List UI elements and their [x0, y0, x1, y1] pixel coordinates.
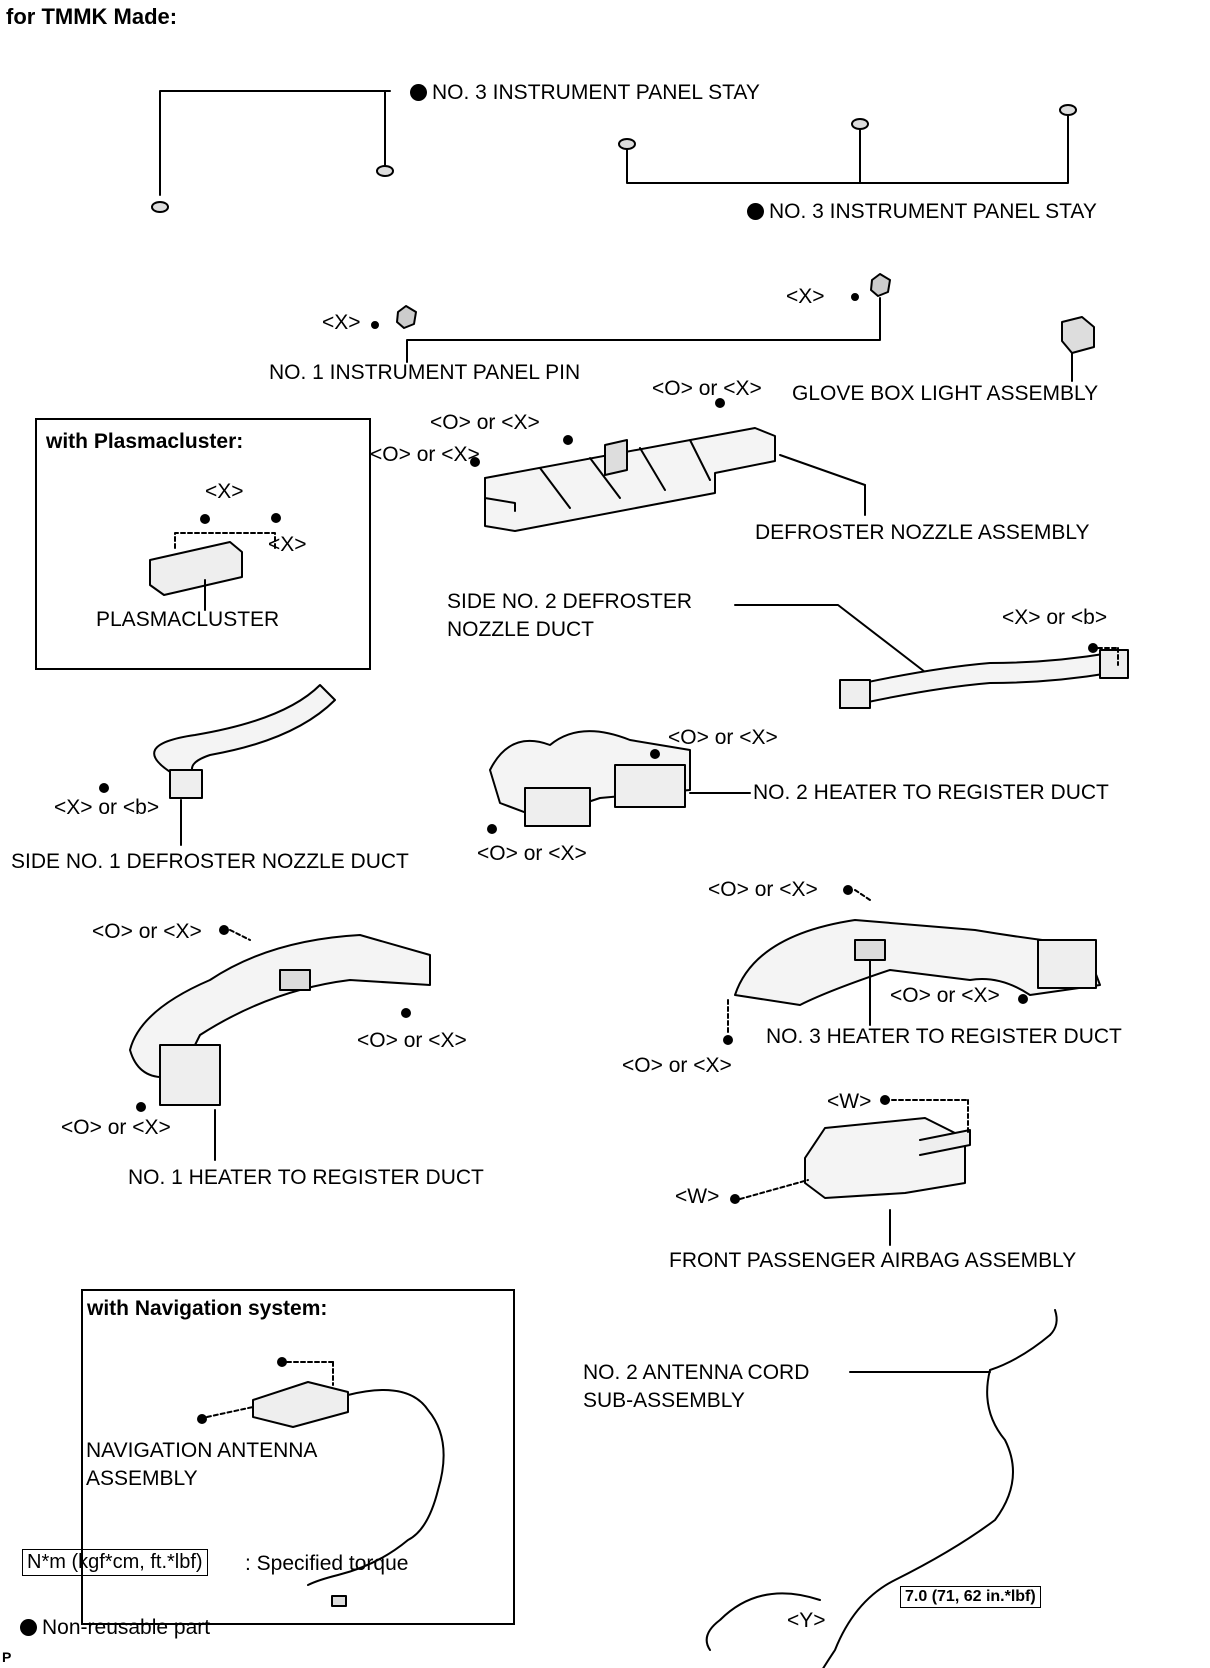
heater3-label: NO. 3 HEATER TO REGISTER DUCT: [766, 1025, 1122, 1048]
defroster-nozzle-label: DEFROSTER NOZZLE ASSEMBLY: [755, 521, 1090, 544]
callout-o-or-x-heater1-bottom: <O> or <X>: [61, 1116, 171, 1139]
plasmacluster-box: [35, 418, 371, 670]
stay-left-text: NO. 3 INSTRUMENT PANEL STAY: [432, 81, 760, 104]
glove-light-label: GLOVE BOX LIGHT ASSEMBLY: [792, 382, 1099, 405]
nav-antenna-art: [197, 1357, 445, 1607]
callout-o-or-x-heater3-bottom: <O> or <X>: [622, 1054, 732, 1077]
callout-x-or-b-side2: <X> or <b>: [1002, 606, 1108, 629]
legend-torque-text: : Specified torque: [245, 1552, 409, 1575]
callout-o-or-x-heater2-bottom: <O> or <X>: [477, 842, 587, 865]
stay-right-leaders: [618, 104, 1077, 184]
legend-nonreusable: Non-reusable part: [20, 1617, 210, 1638]
nav-label-line2: ASSEMBLY: [86, 1467, 198, 1490]
airbag-art: [730, 1095, 971, 1246]
side1-label: SIDE NO. 1 DEFROSTER NOZZLE DUCT: [11, 850, 409, 873]
legend-torque-unit: N*m (kgf*cm, ft.*lbf): [22, 1549, 208, 1576]
callout-o-or-x-defrost-left: <O> or <X>: [370, 443, 480, 466]
stay-left-leaders: [151, 90, 394, 213]
stay-right-text: NO. 3 INSTRUMENT PANEL STAY: [769, 200, 1097, 223]
stay-right-label: NO. 3 INSTRUMENT PANEL STAY: [747, 201, 1097, 222]
callout-x-or-b-side1: <X> or <b>: [54, 796, 160, 819]
heater2-art: [487, 730, 751, 834]
defroster-nozzle-art: [470, 398, 866, 532]
callout-o-or-x-heater2-top: <O> or <X>: [668, 726, 778, 749]
navigation-box: [81, 1289, 515, 1625]
callout-o-or-x-defrost-top: <O> or <X>: [430, 411, 540, 434]
navigation-box-title: with Navigation system:: [87, 1297, 328, 1320]
heater1-label: NO. 1 HEATER TO REGISTER DUCT: [128, 1166, 484, 1189]
callout-x-pin-left: <X>: [322, 311, 361, 334]
callout-y: <Y>: [787, 1609, 826, 1632]
heater3-art: [723, 885, 1101, 1045]
side1-duct-art: [99, 684, 336, 846]
callout-w-airbag-left: <W>: [675, 1185, 720, 1208]
heater2-label: NO. 2 HEATER TO REGISTER DUCT: [753, 781, 1109, 804]
callout-x-pin-right: <X>: [786, 285, 825, 308]
callout-o-or-x-heater3-top: <O> or <X>: [708, 878, 818, 901]
non-reusable-dot-icon: [410, 84, 427, 101]
callout-o-or-x-heater3-right: <O> or <X>: [890, 984, 1000, 1007]
plasmacluster-art: [149, 513, 281, 611]
callout-w-airbag-top: <W>: [827, 1090, 872, 1113]
pin-leaders: [371, 273, 891, 363]
side2-label-line1: SIDE NO. 2 DEFROSTER: [447, 590, 693, 613]
callout-o-or-x-heater1-right: <O> or <X>: [357, 1029, 467, 1052]
non-reusable-dot-icon: [20, 1619, 37, 1636]
antenna-label-line2: SUB-ASSEMBLY: [583, 1389, 745, 1412]
antenna-cord-art: [705, 1309, 1058, 1668]
glove-box-light-art: [1061, 316, 1095, 382]
plasmacluster-label: PLASMACLUSTER: [96, 608, 280, 631]
callout-o-or-x-heater1-top: <O> or <X>: [92, 920, 202, 943]
airbag-label: FRONT PASSENGER AIRBAG ASSEMBLY: [669, 1249, 1077, 1272]
stay-left-label: NO. 3 INSTRUMENT PANEL STAY: [410, 82, 760, 103]
callout-o-or-x-glove: <O> or <X>: [652, 377, 762, 400]
torque-value-box: 7.0 (71, 62 in.*lbf): [900, 1586, 1041, 1608]
plasmacluster-box-title: with Plasmacluster:: [46, 430, 244, 453]
antenna-label-line1: NO. 2 ANTENNA CORD: [583, 1361, 810, 1384]
nav-label-line1: NAVIGATION ANTENNA: [86, 1439, 318, 1462]
footer-code: P: [2, 1649, 12, 1665]
page-title: for TMMK Made:: [6, 4, 178, 29]
side2-label-line2: NOZZLE DUCT: [447, 618, 594, 641]
non-reusable-dot-icon: [747, 203, 764, 220]
legend-nonreusable-text: Non-reusable part: [42, 1616, 211, 1639]
side2-duct-art: [734, 604, 1129, 709]
pin-label: NO. 1 INSTRUMENT PANEL PIN: [269, 361, 581, 384]
callout-x-plasma-right: <X>: [268, 533, 307, 556]
callout-x-plasma-top: <X>: [205, 480, 244, 503]
heater1-art: [129, 925, 431, 1161]
